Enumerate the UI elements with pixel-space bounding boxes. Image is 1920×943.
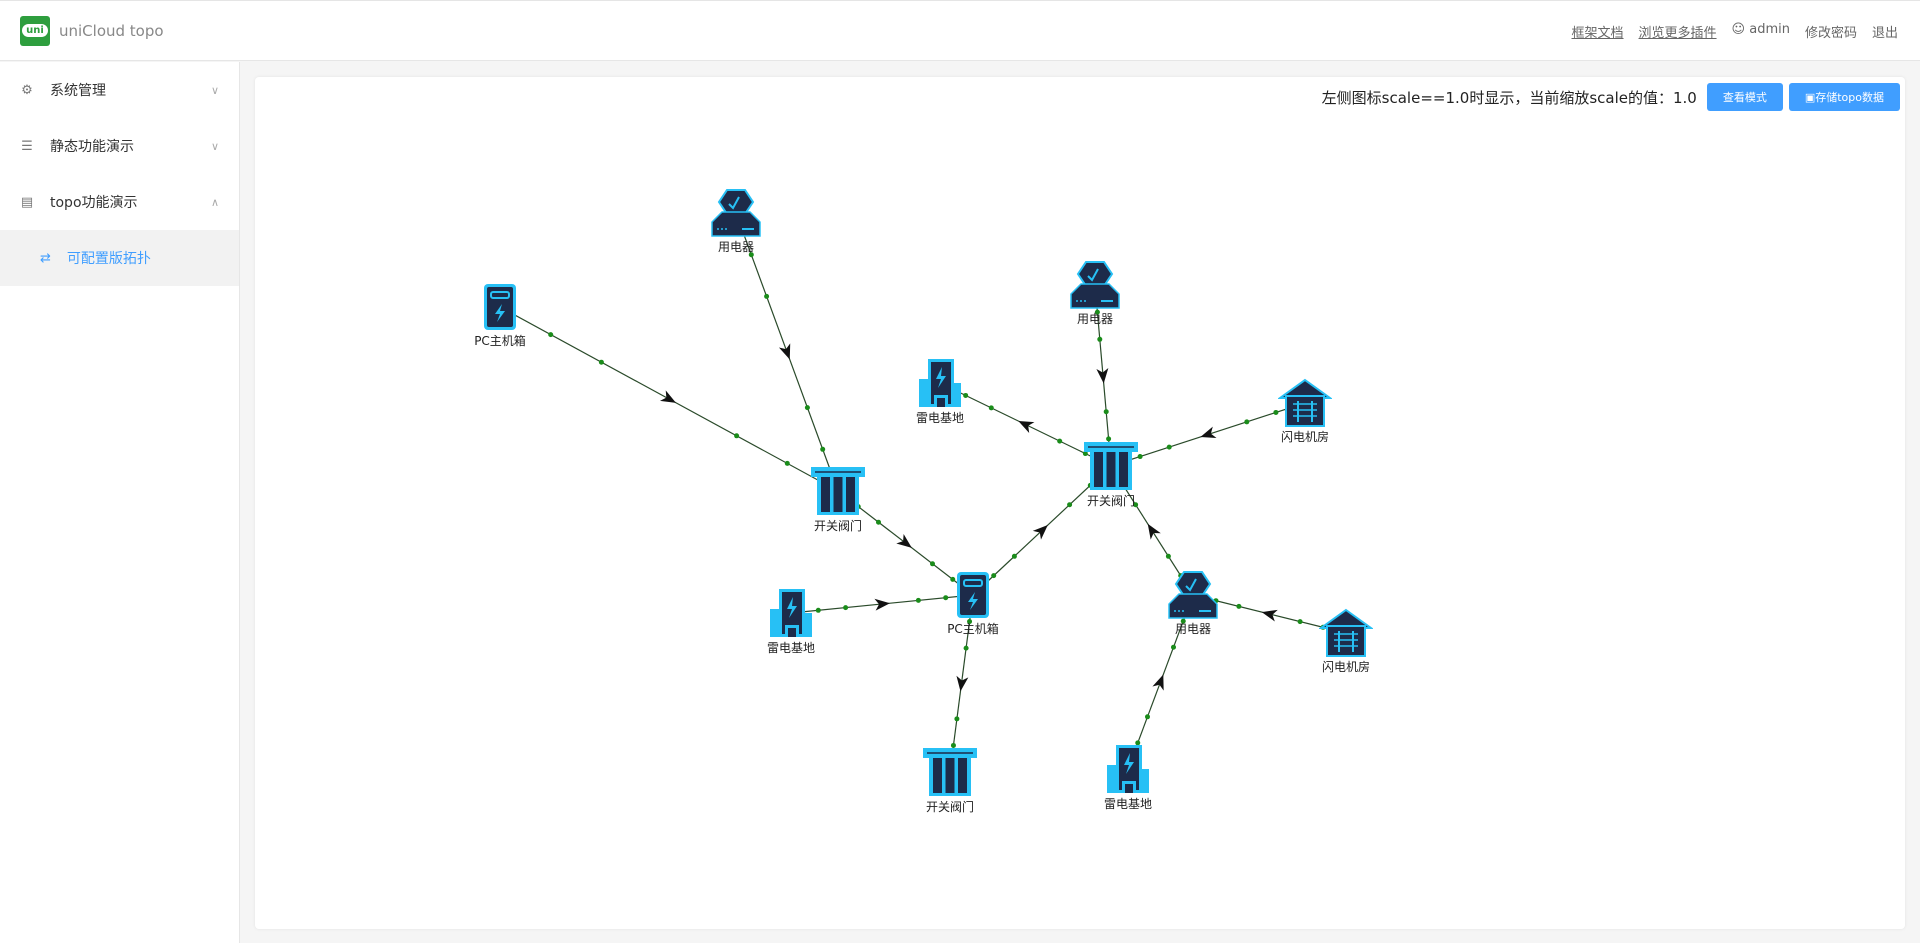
change-password-link[interactable]: 修改密码: [1804, 26, 1857, 41]
lightning-base-icon: [751, 587, 831, 639]
appliance-icon: [1153, 570, 1233, 620]
sidebar-item-system[interactable]: ⚙系统管理∨: [21, 82, 219, 100]
sidebar-item-topo-demo[interactable]: ▤topo功能演示∧: [20, 194, 219, 212]
switch-valve-icon: [1071, 440, 1151, 492]
app-logo[interactable]: uni: [20, 15, 50, 46]
gear-icon: ⚙: [21, 82, 33, 98]
topo-node[interactable]: 闪电机房: [1265, 378, 1345, 444]
node-label: 开关阀门: [813, 519, 863, 533]
topo-node[interactable]: 开关阀门: [798, 465, 878, 533]
header-nav: 框架文档 浏览更多插件 ☺ admin 修改密码 退出: [1572, 22, 1898, 41]
lightning-base-icon: [1088, 743, 1168, 795]
node-label: 雷电基地: [766, 641, 816, 655]
store-icon: ▤: [20, 194, 34, 210]
node-label: 闪电机房: [1280, 430, 1330, 444]
node-label: 雷电基地: [915, 411, 965, 425]
sidebar-item-static-demo[interactable]: ☰静态功能演示∨: [21, 138, 219, 156]
node-label: 开关阀门: [1086, 494, 1136, 508]
lightning-base-icon: [900, 357, 980, 409]
topo-node[interactable]: 开关阀门: [1071, 440, 1151, 508]
node-label: 用电器: [717, 240, 755, 254]
logout-link[interactable]: 退出: [1871, 26, 1898, 41]
docs-link[interactable]: 框架文档: [1571, 26, 1624, 41]
node-label: PC主机箱: [474, 334, 526, 348]
topo-node[interactable]: 用电器: [1055, 260, 1135, 326]
pc-case-icon: [933, 570, 1013, 620]
plugins-link[interactable]: 浏览更多插件: [1638, 26, 1717, 41]
topo-node[interactable]: 雷电基地: [1088, 743, 1168, 811]
top-header: uni uniCloud topo 框架文档 浏览更多插件 ☺ admin 修改…: [0, 1, 1920, 61]
canvas-toolbar: 左侧图标scale==1.0时显示，当前缩放scale的值：1.0 查看模式 ▣…: [1322, 83, 1900, 111]
user-icon: ☺: [1731, 22, 1750, 37]
list-icon: ☰: [21, 138, 33, 154]
node-label: PC主机箱: [947, 622, 999, 636]
chevron-down-icon: ∨: [210, 83, 219, 97]
chevron-up-icon: ∧: [210, 195, 219, 209]
node-label: 用电器: [1174, 622, 1212, 636]
switch-valve-icon: [910, 746, 990, 798]
sliders-icon: ⇄: [40, 250, 51, 266]
topo-node[interactable]: 用电器: [1153, 570, 1233, 636]
appliance-icon: [696, 188, 776, 238]
topo-node[interactable]: 开关阀门: [910, 746, 990, 814]
user-menu[interactable]: ☺ admin: [1731, 22, 1790, 37]
topo-node[interactable]: PC主机箱: [460, 282, 540, 348]
topo-node[interactable]: 闪电机房: [1306, 608, 1386, 674]
generator-room-icon: [1265, 378, 1345, 428]
sidebar: ⚙系统管理∨ ☰静态功能演示∨ ▤topo功能演示∧ ⇄可配置版拓扑: [0, 62, 240, 943]
chevron-down-icon: ∨: [210, 139, 219, 153]
node-label: 雷电基地: [1103, 797, 1153, 811]
node-label: 闪电机房: [1321, 660, 1371, 674]
switch-valve-icon: [798, 465, 878, 517]
appliance-icon: [1055, 260, 1135, 310]
node-label: 用电器: [1076, 312, 1114, 326]
scale-info: 左侧图标scale==1.0时显示，当前缩放scale的值：1.0: [1321, 88, 1697, 107]
topo-node[interactable]: 用电器: [696, 188, 776, 254]
view-mode-button[interactable]: 查看模式: [1706, 83, 1783, 111]
generator-room-icon: [1306, 608, 1386, 658]
app-title: uniCloud topo: [59, 21, 164, 40]
topo-node[interactable]: PC主机箱: [933, 570, 1013, 636]
lock-icon: ▣: [1804, 90, 1816, 104]
node-label: 开关阀门: [925, 800, 975, 814]
save-topo-button[interactable]: ▣存储topo数据: [1788, 83, 1900, 111]
topo-node[interactable]: 雷电基地: [900, 357, 980, 425]
topo-node[interactable]: 雷电基地: [751, 587, 831, 655]
topo-canvas[interactable]: [255, 77, 1905, 929]
pc-case-icon: [460, 282, 540, 332]
sidebar-subitem-configurable-topo[interactable]: ⇄可配置版拓扑: [0, 230, 239, 286]
